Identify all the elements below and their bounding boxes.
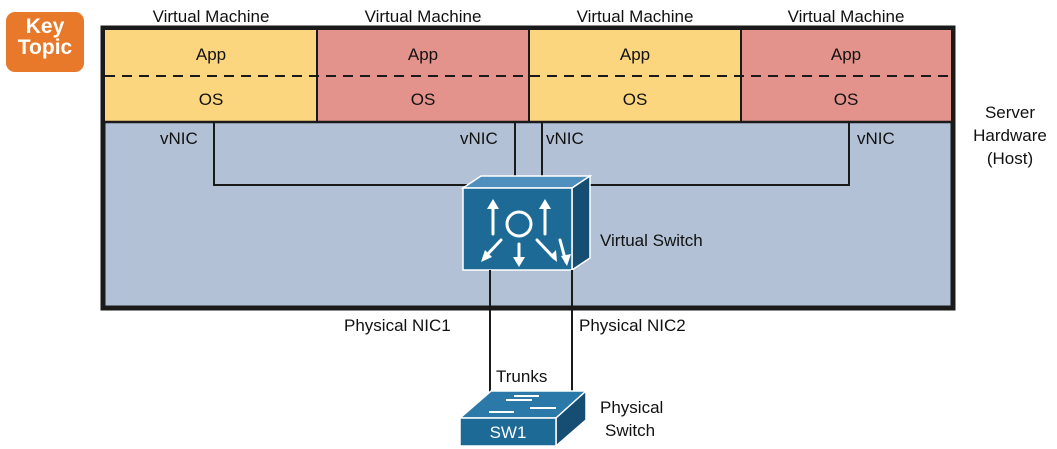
- physical-switch-label-line-1: Physical: [600, 398, 664, 417]
- vm-3-app-label: App: [619, 45, 651, 64]
- vm-2-os-label: OS: [410, 90, 436, 109]
- key-topic-badge: Key Topic: [6, 12, 84, 72]
- vm-3-vnic-label: vNIC: [546, 129, 584, 148]
- vm-4-app-label: App: [830, 45, 862, 64]
- vm-1-title: Virtual Machine: [152, 7, 270, 26]
- vm-4-title: Virtual Machine: [787, 7, 905, 26]
- physical-nic1-label: Physical NIC1: [344, 316, 451, 335]
- server-label-line-2: Hardware: [973, 126, 1047, 145]
- badge-line-2: Topic: [17, 36, 73, 59]
- virtual-switch-label: Virtual Switch: [600, 231, 703, 250]
- vm-3-title: Virtual Machine: [576, 7, 694, 26]
- physical-nic2-label: Physical NIC2: [579, 316, 686, 335]
- vswitch-top-face: [460, 175, 593, 189]
- vm-2-title: Virtual Machine: [364, 7, 482, 26]
- server-label-line-3: (Host): [986, 149, 1034, 168]
- sw1-arrows: [489, 395, 556, 413]
- virtual-switch-icon: [460, 174, 593, 272]
- vm-2-app-label: App: [407, 45, 439, 64]
- vm-3-os-label: OS: [622, 90, 648, 109]
- vm-2-vnic-label: vNIC: [460, 129, 498, 148]
- physical-switch-label-line-2: Switch: [605, 421, 656, 440]
- vm-1-vnic-label: vNIC: [160, 129, 198, 148]
- vm-4-vnic-label: vNIC: [857, 129, 895, 148]
- vnic-link-4: [590, 122, 850, 186]
- vswitch-arrowheads: [481, 199, 571, 267]
- physical-switch-icon: [457, 389, 588, 448]
- sw1-front-face: [459, 417, 557, 447]
- sw1-name-label: SW1: [489, 423, 527, 442]
- trunks-label: Trunks: [496, 367, 548, 386]
- vswitch-side-face: [571, 174, 591, 272]
- vnic-links: [213, 122, 850, 186]
- vm-1-app-label: App: [195, 45, 227, 64]
- server-label-line-1: Server: [984, 103, 1036, 122]
- vm-1-os-label: OS: [198, 90, 224, 109]
- vnic-link-1: [213, 122, 467, 186]
- vm-4-os-label: OS: [833, 90, 859, 109]
- badge-line-1: Key: [25, 15, 65, 38]
